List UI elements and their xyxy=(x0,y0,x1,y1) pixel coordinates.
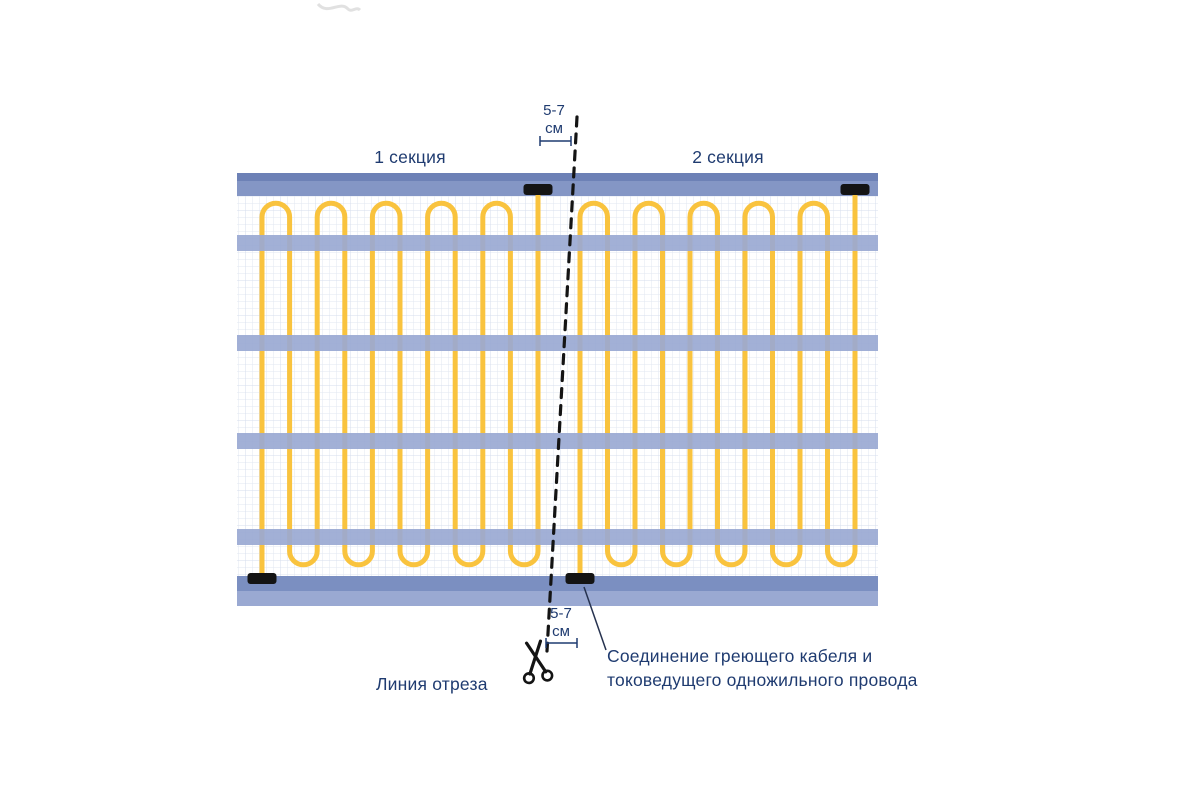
connector-top-right xyxy=(840,184,870,195)
dimension-top: 5-7 см xyxy=(524,102,584,138)
connector-bottom-left xyxy=(247,573,277,584)
connector-bottom-center xyxy=(565,573,595,584)
mat-strap-2 xyxy=(237,335,878,351)
connector-top-center xyxy=(523,184,553,195)
connection-note: Соединение греющего кабеля и токоведущег… xyxy=(607,644,918,692)
mat-bottom-band-lower xyxy=(237,591,878,606)
dimension-bottom-bracket xyxy=(545,638,578,648)
heating-cable-section2 xyxy=(577,192,858,580)
dimension-bottom: 5-7 см xyxy=(531,605,591,641)
dimension-bottom-value: 5-7 xyxy=(550,605,572,622)
dimension-top-value: 5-7 xyxy=(543,102,565,119)
connection-note-line1: Соединение греющего кабеля и xyxy=(607,646,873,666)
section2-label: 2 секция xyxy=(692,147,764,167)
connection-note-line2: токоведущего одножильного провода xyxy=(607,670,918,690)
mat-bottom-band-upper xyxy=(237,576,878,591)
mat-strap-1 xyxy=(237,235,878,251)
dimension-top-bracket xyxy=(539,136,572,146)
section1-label: 1 секция xyxy=(374,147,446,167)
cut-line xyxy=(545,115,579,653)
scissors-icon xyxy=(522,639,554,685)
heating-cable-section1 xyxy=(259,192,541,580)
dimension-top-unit: см xyxy=(545,120,563,137)
cut-line-label: Линия отреза xyxy=(376,674,488,694)
dimension-bottom-unit: см xyxy=(552,623,570,640)
mat-top-band-edge xyxy=(237,173,878,181)
mat-strap-4 xyxy=(237,529,878,545)
connection-pointer-line xyxy=(583,586,607,651)
watermark-artifact xyxy=(316,2,362,12)
